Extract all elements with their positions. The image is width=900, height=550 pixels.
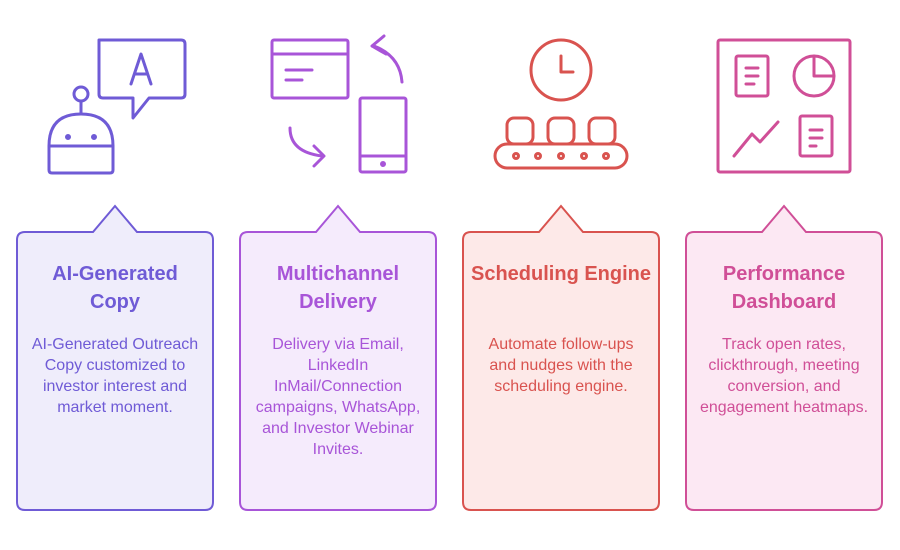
card-frame — [16, 204, 214, 511]
card-scheduling-engine: Scheduling Engine Automate follow-ups an… — [461, 200, 661, 512]
card-title: Multichannel Delivery — [276, 263, 400, 313]
card-title: Scheduling Engine — [471, 263, 652, 285]
clock-conveyor-icon — [481, 30, 641, 180]
card-description: Track open rates, clickthrough, meeting … — [699, 336, 869, 416]
card-multichannel-delivery: Multichannel Delivery Delivery via Email… — [238, 200, 438, 512]
card-ai-generated-copy: AI-Generated Copy AI-Generated Outreach … — [15, 200, 215, 512]
multichannel-devices-icon — [258, 30, 418, 180]
card-frame — [239, 204, 437, 511]
robot-chat-icon — [35, 30, 195, 180]
card-frame — [462, 204, 660, 511]
card-description: Automate follow-ups and nudges with the … — [488, 336, 634, 395]
card-frame — [685, 204, 883, 511]
card-title: Performance Dashboard — [722, 263, 846, 313]
card-description: Delivery via Email, LinkedIn InMail/Conn… — [255, 336, 421, 458]
card-performance-dashboard: Performance Dashboard Track open rates, … — [684, 200, 884, 512]
card-description: AI-Generated Outreach Copy customized to… — [31, 336, 199, 416]
dashboard-icon — [704, 30, 864, 180]
card-title: AI-Generated Copy — [52, 263, 178, 313]
